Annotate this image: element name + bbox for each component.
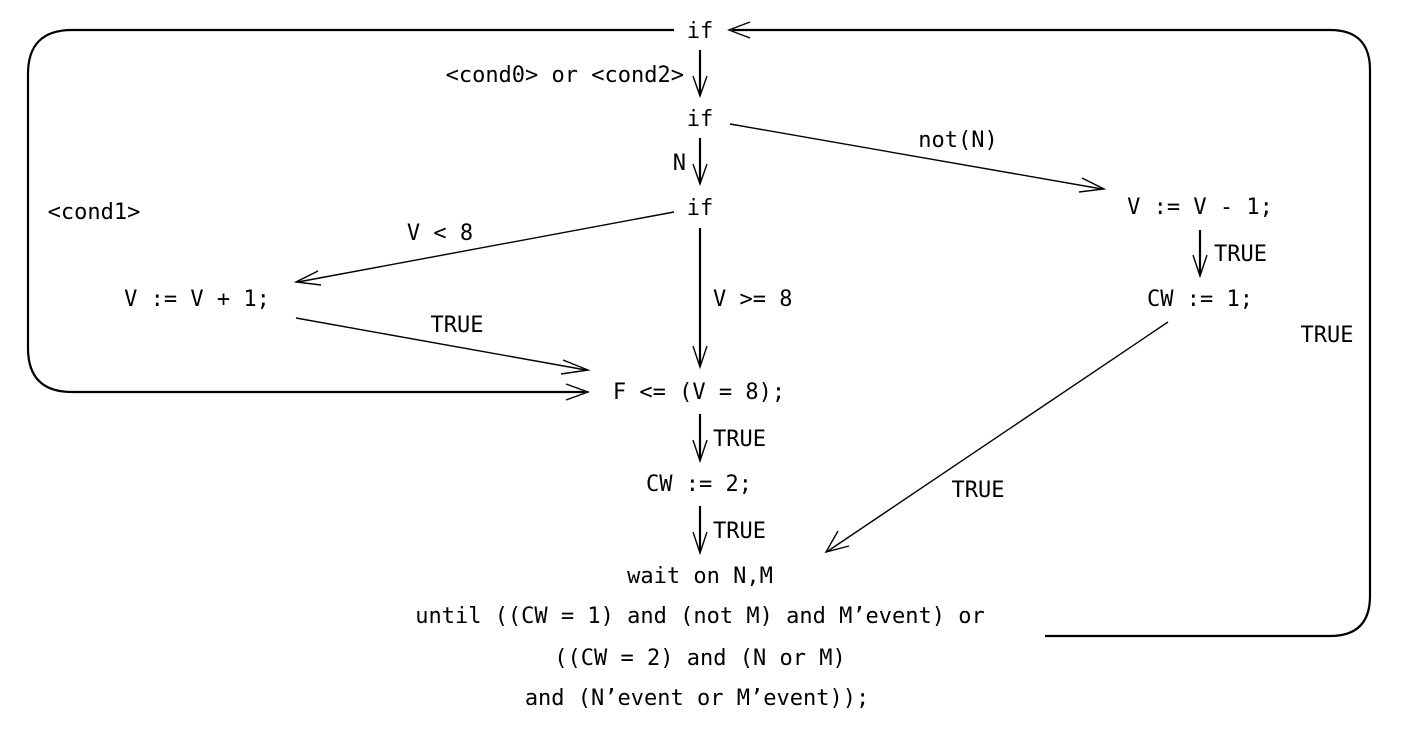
label-true-cw1: TRUE xyxy=(952,478,1005,503)
label-cond1: <cond1> xyxy=(48,200,141,225)
arrowhead xyxy=(1078,177,1107,193)
label-cond0-or-cond2: <cond0> or <cond2> xyxy=(446,63,684,88)
node-f-assign: F <= (V = 8); xyxy=(613,380,785,405)
node-if-v: if xyxy=(687,196,714,221)
arrowhead xyxy=(565,383,591,401)
edge-true-vplus xyxy=(295,317,587,371)
arrowhead xyxy=(692,75,708,99)
node-wait-line4: and (N’event or M’event)); xyxy=(525,686,869,711)
node-v-plus: V := V + 1; xyxy=(124,287,270,312)
node-if-top: if xyxy=(687,19,714,44)
node-wait-line3: ((CW = 2) and (N or M) xyxy=(554,646,845,671)
edge-cond1-loop xyxy=(26,28,674,394)
node-wait-line2: until ((CW = 1) and (not M) and M’event)… xyxy=(415,604,985,629)
arrowhead xyxy=(293,270,322,286)
label-not-n: not(N) xyxy=(918,128,997,153)
node-v-minus: V := V - 1; xyxy=(1127,195,1273,220)
node-if-n: if xyxy=(687,107,714,132)
arrowhead xyxy=(692,345,708,370)
label-true-vminus: TRUE xyxy=(1214,242,1267,267)
node-wait-line1: wait on N,M xyxy=(627,564,773,589)
label-true-cw2: TRUE xyxy=(713,519,766,544)
arrowhead xyxy=(1192,254,1208,279)
edge-true-right-loop xyxy=(732,28,1372,638)
arrowhead xyxy=(692,163,708,187)
arrowhead xyxy=(692,531,708,556)
label-true-right-loop: TRUE xyxy=(1301,323,1354,348)
label-true-f: TRUE xyxy=(713,427,766,452)
arrowhead xyxy=(824,530,850,554)
label-n: N xyxy=(673,151,686,176)
edge-v-lt-8 xyxy=(297,211,675,283)
label-true-vplus: TRUE xyxy=(431,313,484,338)
node-cw2: CW := 2; xyxy=(646,472,752,497)
arrowhead xyxy=(727,21,751,39)
node-cw1: CW := 1; xyxy=(1147,287,1253,312)
arrowhead xyxy=(692,439,708,464)
arrowhead xyxy=(560,359,591,375)
label-v-lt-8: V < 8 xyxy=(407,221,473,246)
label-v-ge-8: V >= 8 xyxy=(713,287,792,312)
edge-true-cw1 xyxy=(827,321,1169,552)
edge-not-n xyxy=(729,123,1103,190)
